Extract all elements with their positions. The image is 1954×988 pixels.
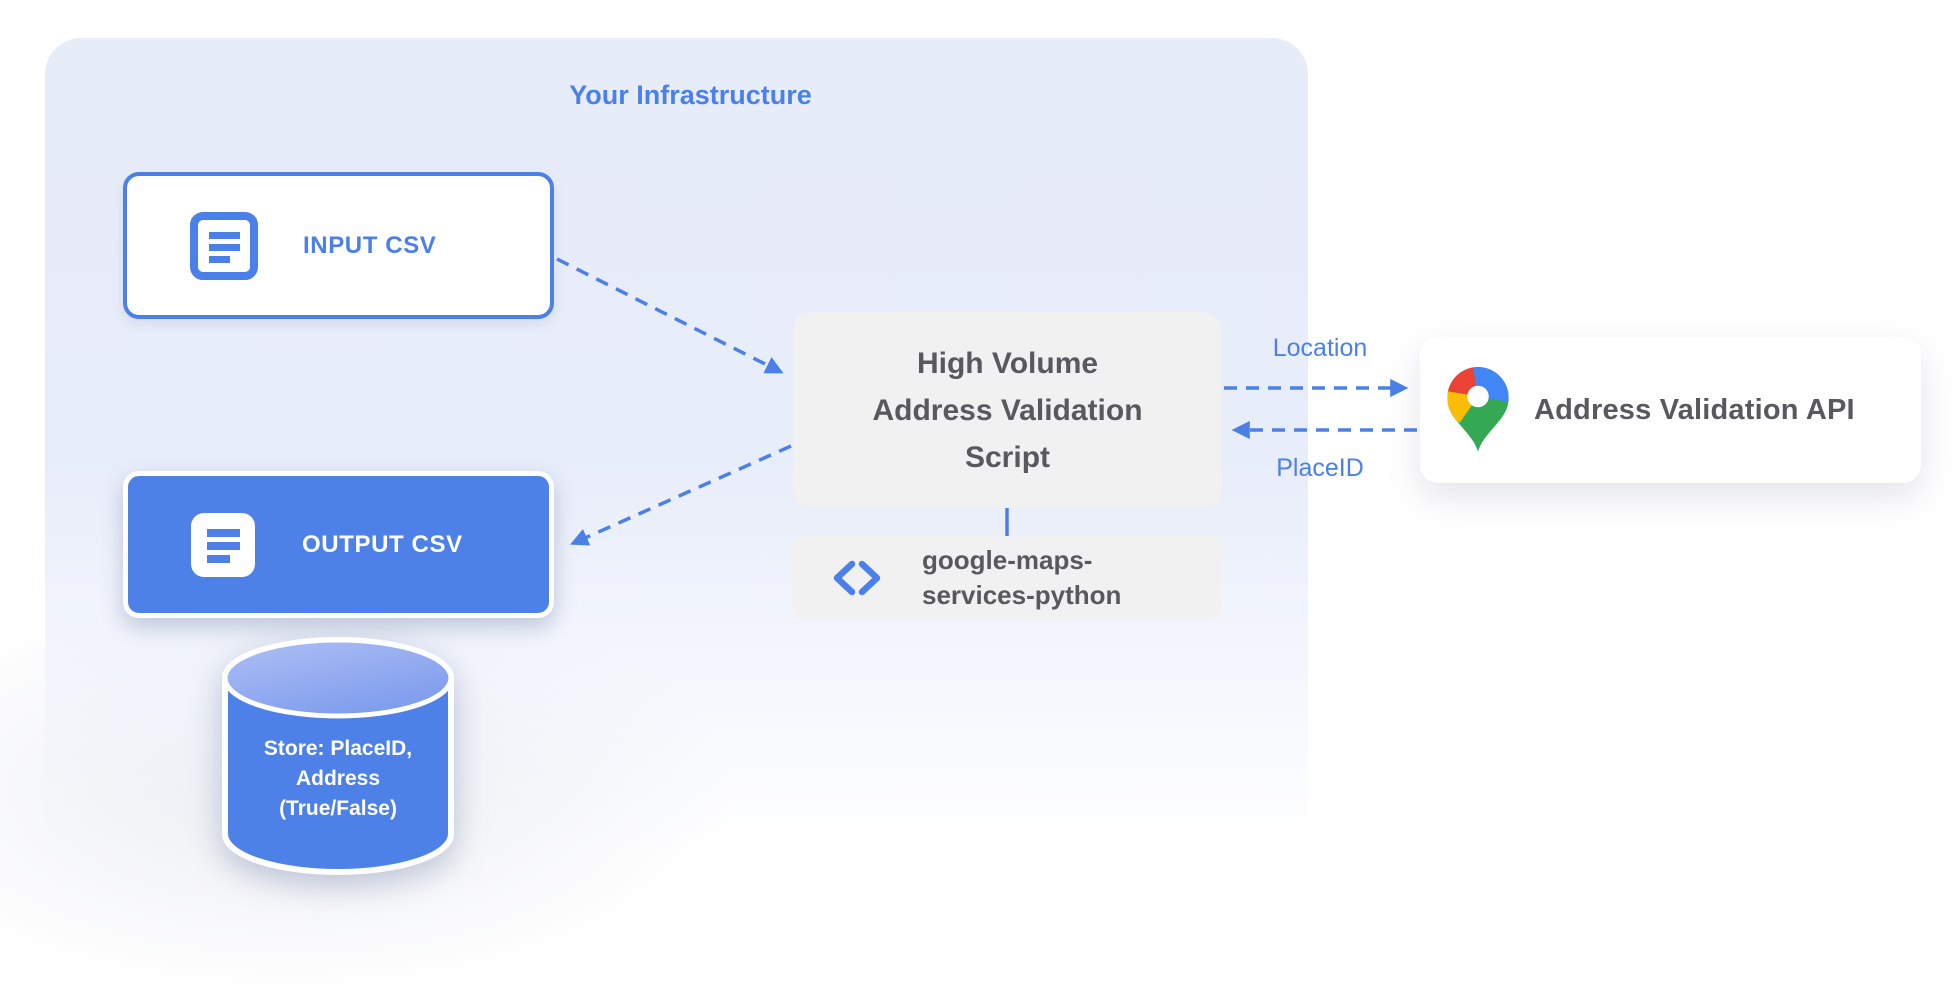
datastore-cylinder: Store: PlaceID, Address (True/False) (219, 634, 457, 884)
code-brackets-icon (833, 560, 881, 596)
edge-label-placeid: PlaceID (1276, 454, 1364, 482)
api-node: Address Validation API (1420, 337, 1921, 483)
input-csv-label: INPUT CSV (303, 231, 437, 259)
script-node: High Volume Address Validation Script (793, 312, 1222, 508)
library-label: google-maps- services-python (922, 545, 1122, 610)
api-label: Address Validation API (1534, 393, 1855, 426)
library-node: google-maps- services-python (792, 536, 1222, 620)
document-lines-icon (191, 512, 255, 577)
database-cylinder-icon (222, 637, 454, 875)
output-csv-node: OUTPUT CSV (123, 471, 554, 618)
google-maps-pin-icon (1447, 367, 1509, 452)
edge-label-location: Location (1272, 334, 1368, 362)
panel-title: Your Infrastructure (569, 80, 812, 110)
output-csv-label: OUTPUT CSV (302, 530, 463, 558)
datastore-label: Store: PlaceID, Address (True/False) (263, 737, 413, 820)
input-csv-node: INPUT CSV (123, 172, 554, 319)
document-lines-icon (190, 211, 258, 280)
